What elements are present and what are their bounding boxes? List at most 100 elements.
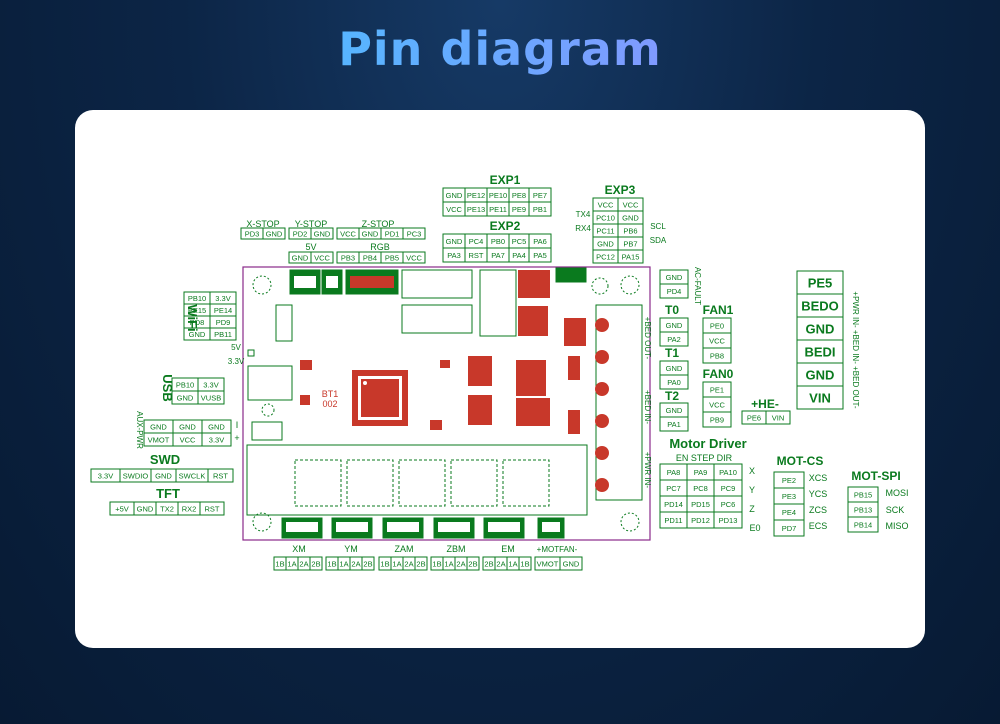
label-cs-ycs: YCS xyxy=(809,489,828,499)
pin-label: PD3 xyxy=(245,229,260,238)
pin-label: GND xyxy=(177,393,194,402)
pin-label: 3.3V xyxy=(98,471,113,480)
label-spi-miso: MISO xyxy=(885,521,908,531)
label-exp2: EXP2 xyxy=(490,219,521,233)
label-he: +HE- xyxy=(751,397,779,411)
label-pwr-bed: +PWR IN- +BED IN- +BED OUT- xyxy=(851,291,860,408)
pin-cell xyxy=(518,556,532,571)
pin-label: PD13 xyxy=(719,516,738,525)
pin-label: PA2 xyxy=(667,335,681,344)
pin-label: GND xyxy=(666,364,683,373)
pin-label: 2A xyxy=(299,559,308,568)
pin-cell xyxy=(262,227,286,240)
pin-label: 2B xyxy=(484,559,493,568)
pin-label: 1B xyxy=(327,559,336,568)
pin-label: PE5 xyxy=(808,276,833,291)
pin-label: PC3 xyxy=(407,229,422,238)
label-pcb-bt: BT1 xyxy=(322,389,339,399)
pin-label: BEDO xyxy=(801,299,839,314)
pin-label: PC9 xyxy=(721,484,736,493)
label-z-stop: Z-STOP xyxy=(362,219,395,229)
pin-label: VCC xyxy=(598,200,614,209)
pin-label: PD11 xyxy=(664,516,682,525)
pin-cell xyxy=(528,247,552,263)
pin-label: PC12 xyxy=(596,252,615,261)
label-bed-out: +BED OUT- xyxy=(643,317,652,360)
pin-label: RST xyxy=(469,251,484,260)
pin-label: GND xyxy=(666,321,683,330)
pin-label: 2B xyxy=(416,559,425,568)
pin-label: VCC xyxy=(446,205,462,214)
pin-label: PA7 xyxy=(491,251,505,260)
label-en-step-dir: EN STEP DIR xyxy=(676,453,733,463)
pin-label: VIN xyxy=(772,413,785,422)
label-usb: USB xyxy=(160,374,175,401)
pin-label: VCC xyxy=(623,200,639,209)
pin-cell xyxy=(713,511,743,529)
label-x-stop: X-STOP xyxy=(246,219,279,229)
pin-label: GND xyxy=(179,422,196,431)
pin-label: PB10 xyxy=(176,380,194,389)
pin-label: VCC xyxy=(709,336,725,345)
label-ind-3v3: 3.3V xyxy=(228,357,245,366)
label-cs-xcs: XCS xyxy=(809,473,828,483)
pin-cell xyxy=(659,416,689,432)
pin-label: SWCLK xyxy=(179,471,206,480)
pin-label: PC11 xyxy=(596,226,614,235)
pin-label: RX2 xyxy=(182,504,197,513)
pin-label: 1A xyxy=(339,559,348,568)
label-em: EM xyxy=(501,544,515,554)
pin-label: PA9 xyxy=(694,468,708,477)
pin-cell xyxy=(207,468,234,483)
pin-label: PB1 xyxy=(533,205,547,214)
pin-label: 1A xyxy=(444,559,453,568)
pin-cell xyxy=(402,227,426,240)
power-components xyxy=(300,356,580,434)
pin-cell xyxy=(309,556,323,571)
pin-label: 2A xyxy=(351,559,360,568)
pin-label: GND xyxy=(666,273,683,282)
pin-label: PE9 xyxy=(512,205,526,214)
pin-label: PD12 xyxy=(691,516,710,525)
mounting-holes xyxy=(252,275,640,532)
pin-label: GND xyxy=(292,253,309,262)
label-aux-pwr: AUX-PWR xyxy=(135,411,144,449)
pin-label: GND xyxy=(446,191,463,200)
label-aux-plus: + xyxy=(234,433,239,443)
label-fan1: FAN1 xyxy=(703,303,734,317)
pin-label: GND xyxy=(362,229,379,238)
pin-label: 2A xyxy=(496,559,505,568)
pin-label: PD15 xyxy=(691,500,710,509)
label-exp1: EXP1 xyxy=(490,173,521,187)
pin-label: PE15 xyxy=(188,306,206,315)
pin-label: PB11 xyxy=(214,330,232,339)
pin-label: 2B xyxy=(311,559,320,568)
pin-label: PA10 xyxy=(719,468,737,477)
pin-cell xyxy=(466,556,480,571)
label-tx4: TX4 xyxy=(576,210,591,219)
pin-cell xyxy=(659,374,689,390)
pin-label: PA8 xyxy=(667,468,681,477)
pin-label: RST xyxy=(205,504,220,513)
pin-label: GND xyxy=(137,504,154,513)
label-tft: TFT xyxy=(156,486,180,501)
label-fan0: FAN0 xyxy=(703,367,734,381)
pin-label: 1A xyxy=(287,559,296,568)
pin-label: GND xyxy=(666,406,683,415)
label-ind-5v: 5V xyxy=(231,343,241,352)
pin-label: PE7 xyxy=(533,191,547,200)
